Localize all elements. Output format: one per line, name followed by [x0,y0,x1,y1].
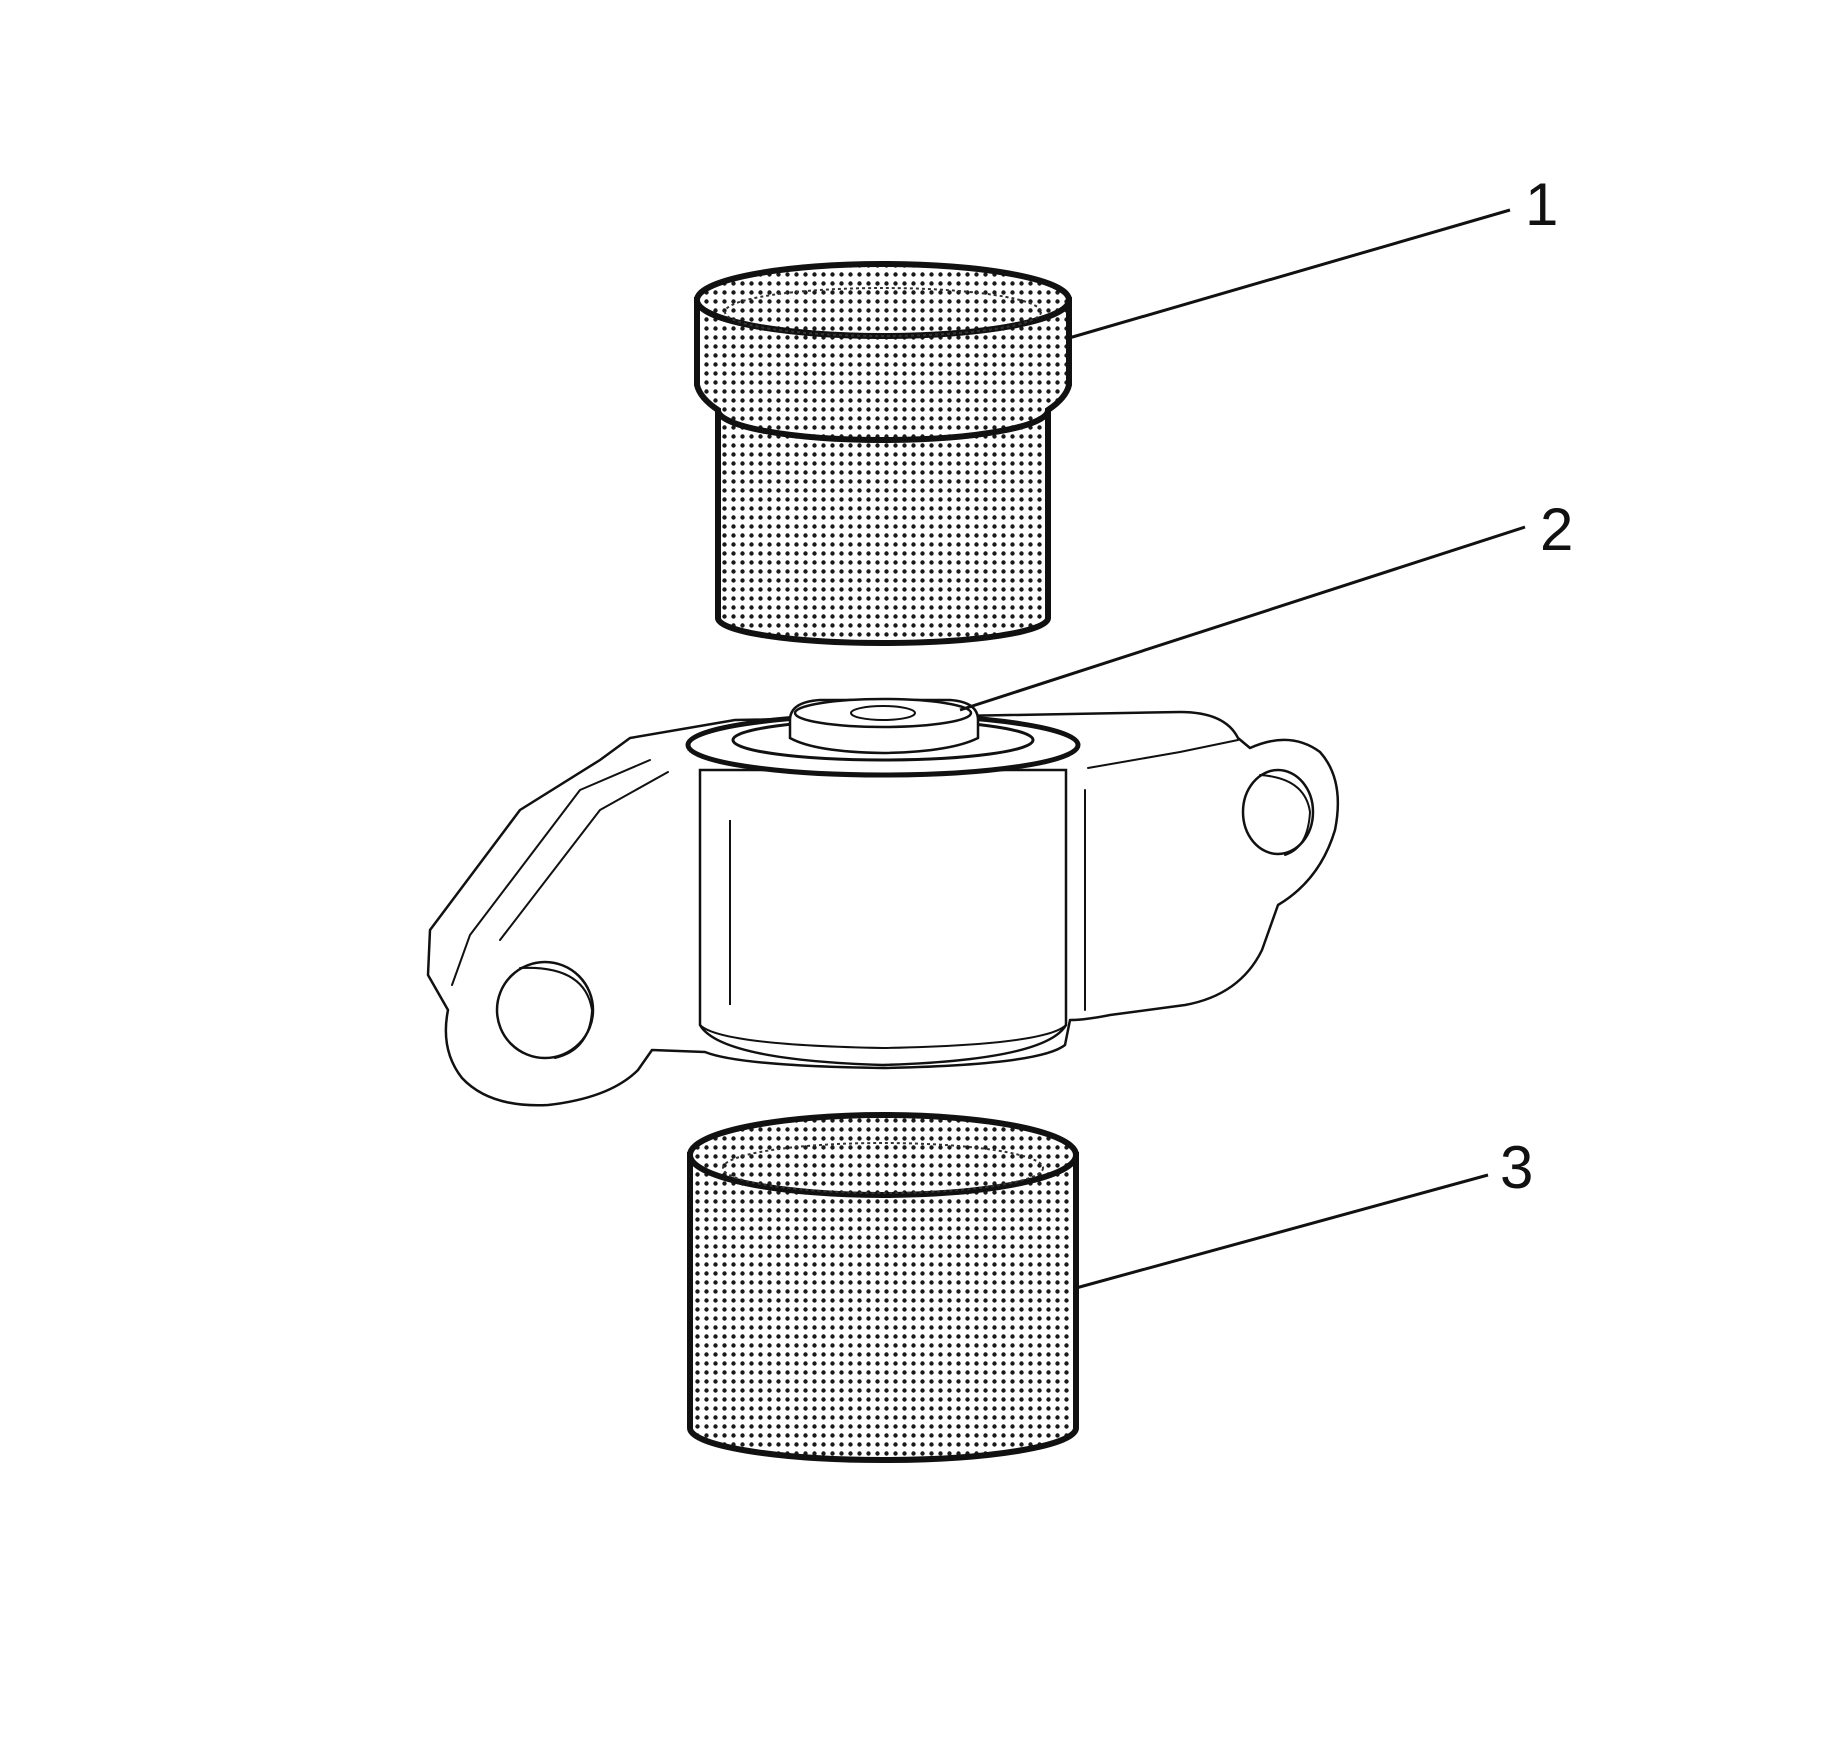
bracket-outline [426,710,1340,1107]
callout-number-2: 2 [1540,496,1573,563]
left-mounting-hole [495,960,595,1060]
bracket-left-contour [451,759,651,986]
housing-sleeve [698,768,1068,1067]
leader-line-1 [1068,208,1511,340]
inner-sleeve-bore [850,705,916,721]
leader-line-2 [959,525,1526,712]
upper-flanged-bushing [694,261,1072,646]
bracket-left-contour-2 [499,771,669,941]
right-mounting-hole-depth [1259,774,1311,856]
leader-line-3 [1075,1173,1489,1290]
lower-bushing-inner-rim [722,1142,1044,1194]
upper-bushing-inner-rim [724,287,1042,337]
left-mounting-hole-depth [519,966,593,1059]
control-arm-bracket [426,697,1340,1107]
bracket-right-contour [1087,739,1239,769]
lower-bushing-body [687,1152,1079,1463]
upper-bushing-body [715,392,1051,646]
callout-number-3: 3 [1500,1134,1533,1201]
callout-number-1: 1 [1525,171,1558,238]
housing-lower-ring [699,1024,1067,1049]
upper-bushing-flange [694,297,1072,443]
lower-bushing-top-rim [687,1112,1079,1198]
right-mounting-hole [1241,768,1315,856]
lower-plain-bushing [687,1112,1079,1463]
